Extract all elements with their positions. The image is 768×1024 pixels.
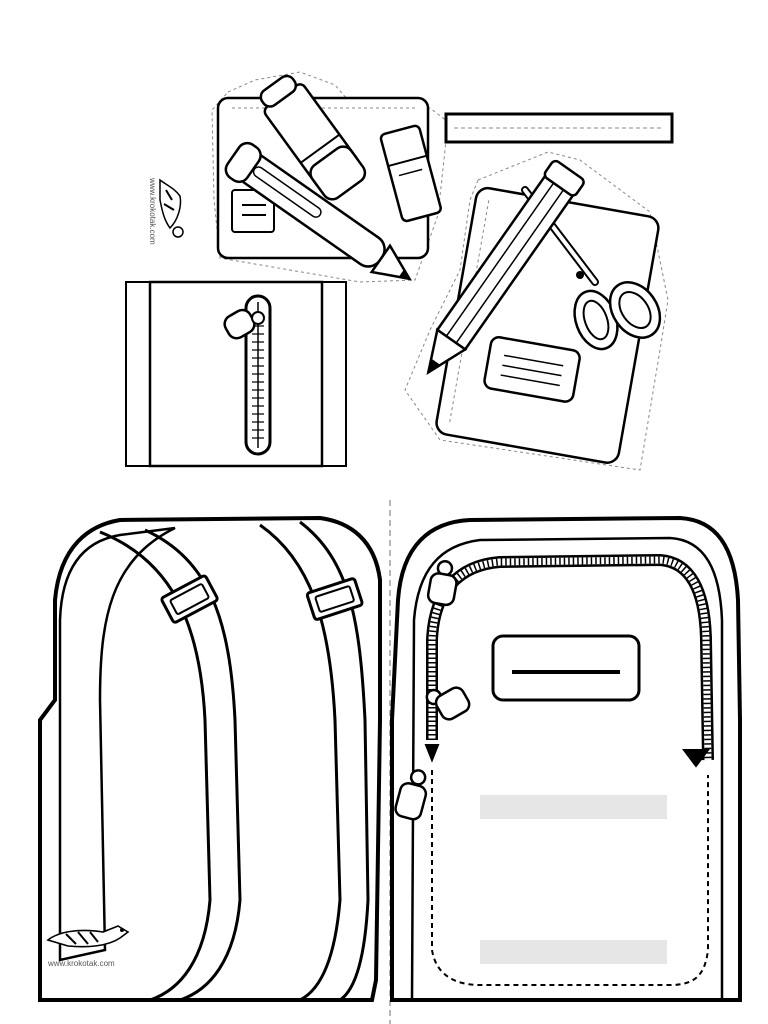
zipper-pocket-panel <box>125 280 347 468</box>
watermark-small: www.krokotak.com <box>148 177 157 245</box>
zipper-arrow-right-icon <box>682 749 710 768</box>
backpack-front-icon <box>390 515 742 1002</box>
glue-stick-icon <box>259 74 367 201</box>
zipper-pull-side-icon <box>394 769 428 821</box>
zipper-arrow-left-icon <box>424 744 440 763</box>
zipper-pull-top-icon <box>426 560 458 607</box>
watermark-bottom: www.krokotak.com <box>47 959 115 968</box>
ruler-strip-icon <box>444 112 674 144</box>
backpack-back-icon: www.krokotak.com <box>38 515 382 1002</box>
pencil-icon <box>426 159 585 376</box>
stationery-cutout-right <box>404 151 669 471</box>
zipper-pull-middle-icon <box>425 686 471 721</box>
stationery-cutout-left: www.krokotak.com <box>148 71 449 283</box>
zipper-track-icon <box>244 294 272 456</box>
strap-buckle-left-icon <box>160 574 219 624</box>
pen-icon <box>224 141 412 281</box>
crocodile-logo-icon <box>46 925 130 948</box>
crocodile-logo-small-icon <box>159 178 184 238</box>
label-area-bottom <box>480 940 667 964</box>
scissors-icon <box>521 186 662 351</box>
zipper-arc-outer-icon <box>426 553 714 761</box>
name-tag-icon <box>491 634 641 702</box>
eraser-icon <box>379 124 442 223</box>
strap-buckle-right-icon <box>305 577 364 621</box>
label-area-top <box>480 795 667 819</box>
